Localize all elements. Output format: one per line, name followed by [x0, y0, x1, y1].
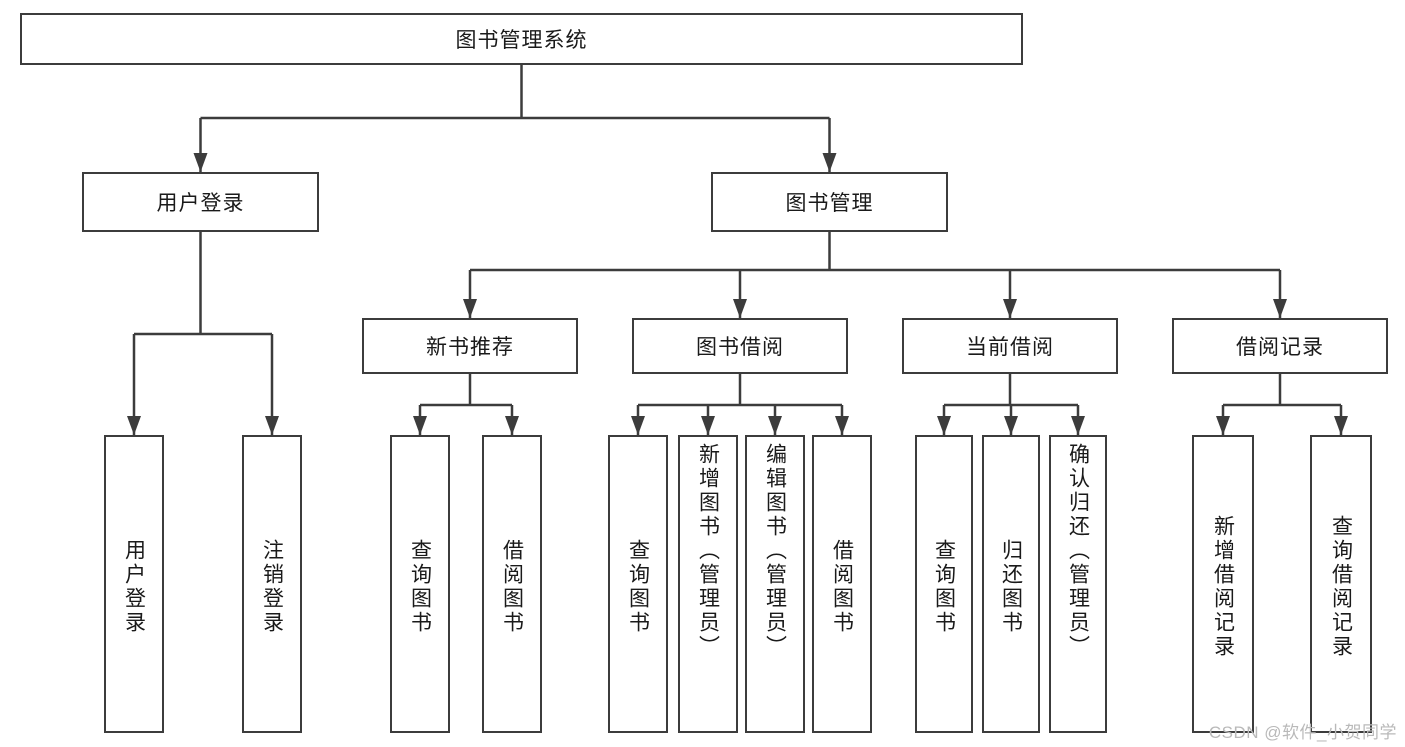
node-leaf-12: 查询借阅记录 — [1310, 435, 1372, 733]
node-root-system: 图书管理系统 — [20, 13, 1023, 65]
node-leaf-9: 归还图书 — [982, 435, 1040, 733]
current-arrow-2 — [1071, 416, 1085, 435]
node-level2-0: 用户登录 — [82, 172, 319, 232]
node-leaf-7: 借阅图书 — [812, 435, 872, 733]
node-level3-0: 新书推荐 — [362, 318, 578, 374]
node-level2-1: 图书管理 — [711, 172, 948, 232]
node-leaf-3: 借阅图书 — [482, 435, 542, 733]
borrow-arrow-1 — [701, 416, 715, 435]
node-leaf-11: 新增借阅记录 — [1192, 435, 1254, 733]
current-arrow-1 — [1004, 416, 1018, 435]
borrow-arrow-2 — [768, 416, 782, 435]
node-level3-2: 当前借阅 — [902, 318, 1118, 374]
book-mgmt-arrow-1 — [733, 299, 747, 318]
user-login-arrow-0 — [127, 416, 141, 435]
new-book-arrow-0 — [413, 416, 427, 435]
user-login-arrow-1 — [265, 416, 279, 435]
root-arrow-0 — [193, 153, 208, 172]
node-level3-3: 借阅记录 — [1172, 318, 1388, 374]
borrow-arrow-0 — [631, 416, 645, 435]
root-arrow-1 — [822, 153, 837, 172]
borrow-arrow-3 — [835, 416, 849, 435]
node-leaf-4: 查询图书 — [608, 435, 668, 733]
node-leaf-8: 查询图书 — [915, 435, 973, 733]
node-leaf-0: 用户登录 — [104, 435, 164, 733]
record-arrow-1 — [1334, 416, 1348, 435]
node-leaf-1: 注销登录 — [242, 435, 302, 733]
record-arrow-0 — [1216, 416, 1230, 435]
node-leaf-6: 编辑图书（管理员） — [745, 435, 805, 733]
book-mgmt-arrow-3 — [1273, 299, 1287, 318]
new-book-arrow-1 — [505, 416, 519, 435]
node-leaf-5: 新增图书（管理员） — [678, 435, 738, 733]
csdn-watermark: CSDN @软件_小贺同学 — [1208, 723, 1397, 742]
node-level3-1: 图书借阅 — [632, 318, 848, 374]
current-arrow-0 — [937, 416, 951, 435]
book-mgmt-arrow-2 — [1003, 299, 1017, 318]
node-leaf-10: 确认归还（管理员） — [1049, 435, 1107, 733]
book-mgmt-arrow-0 — [463, 299, 477, 318]
node-leaf-2: 查询图书 — [390, 435, 450, 733]
